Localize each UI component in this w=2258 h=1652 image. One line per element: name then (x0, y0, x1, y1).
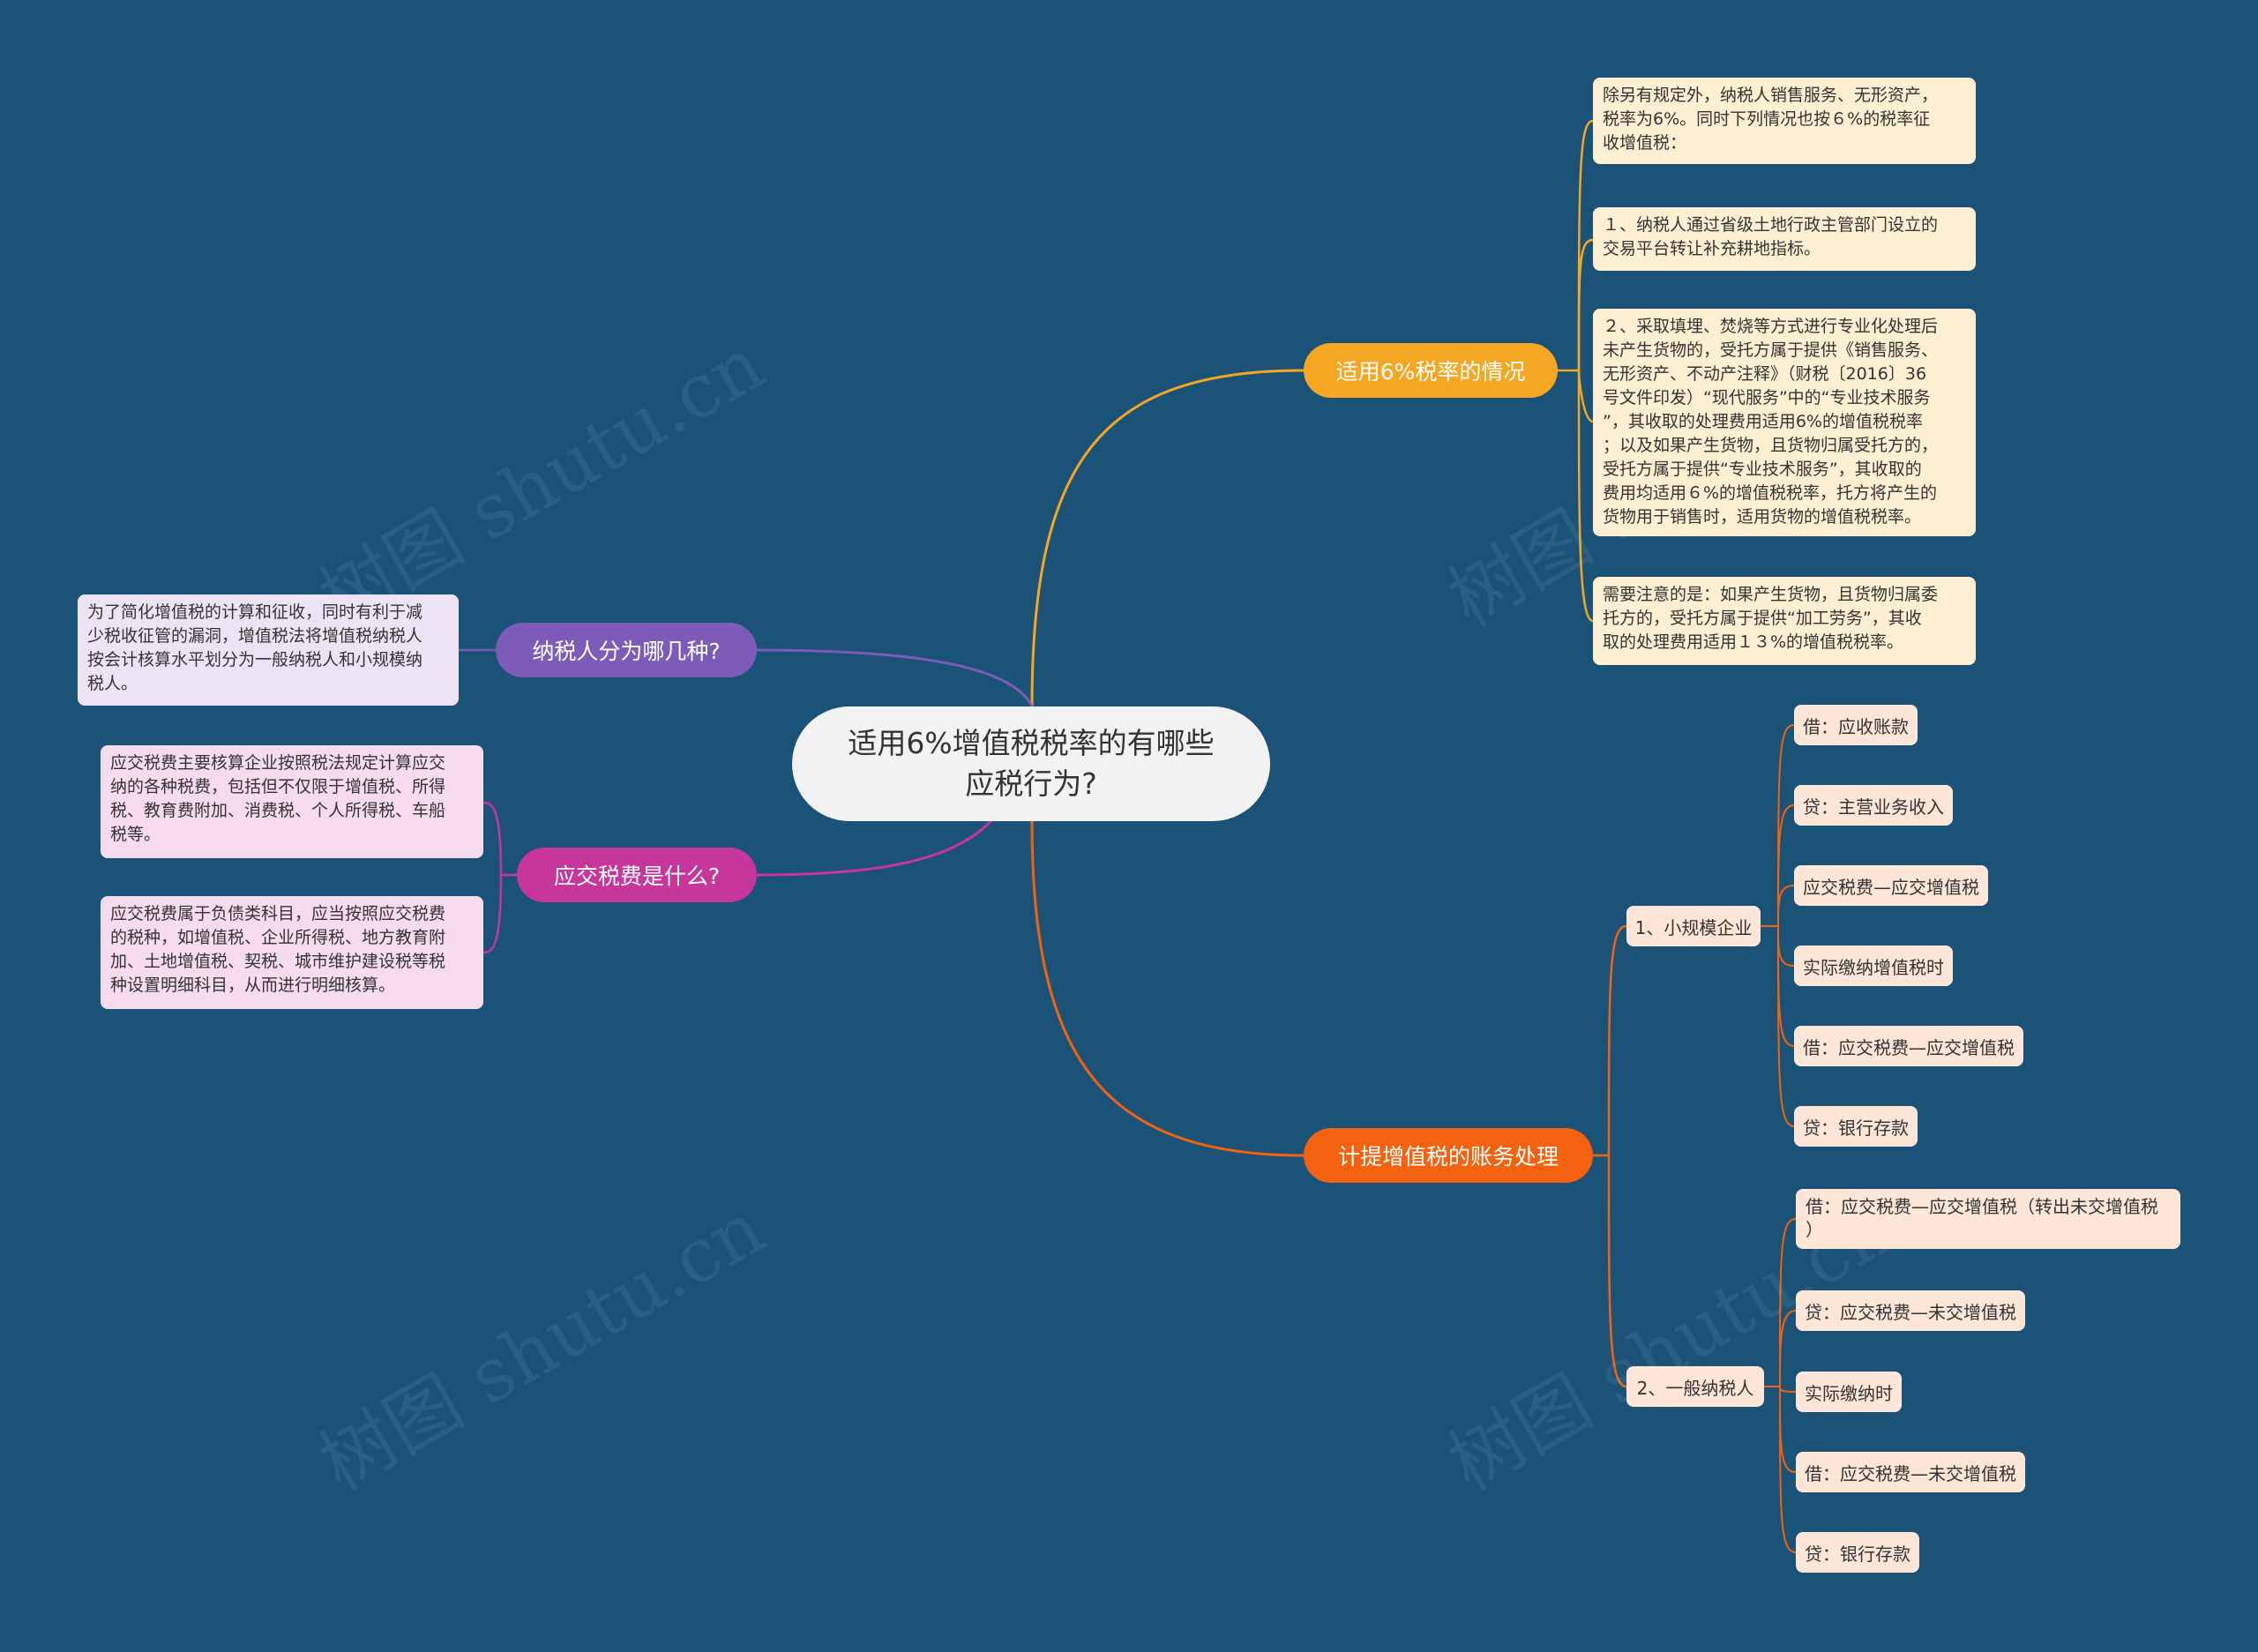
taxpayer-note: 为了简化增值税的计算和征收，同时有利于减 少税收征管的漏洞，增值税法将增值税纳税… (78, 594, 459, 706)
entry-item[interactable]: 借：应交税费—应交增值税 (1794, 1026, 2023, 1066)
group2-item-links (1764, 1218, 1797, 1553)
root-topic[interactable]: 适用6%增值税税率的有哪些应税行为? (792, 706, 1270, 821)
branch-taxes-payable[interactable]: 应交税费是什么? (517, 848, 757, 902)
branch-taxpayer-types[interactable]: 纳税人分为哪几种? (496, 623, 757, 677)
rate-note: ２、采取填埋、焚烧等方式进行专业化处理后 未产生货物的，受托方属于提供《销售服务… (1593, 309, 1976, 536)
entry-item[interactable]: 借：应收账款 (1794, 705, 1918, 745)
entry-item[interactable]: 贷：主营业务收入 (1794, 785, 1953, 826)
branch-vat-accounting[interactable]: 计提增值税的账务处理 (1304, 1128, 1593, 1183)
rate-note: 需要注意的是：如果产生货物，且货物归属委 托方的，受托方属于提供“加工劳务”，其… (1593, 577, 1976, 665)
entry-item[interactable]: 借：应交税费—未交增值税 (1796, 1452, 2025, 1492)
accounting-group-links (1593, 924, 1627, 1388)
link-root-accounting (1030, 820, 1305, 1157)
payable-note-links (482, 801, 517, 954)
entry-item[interactable]: 贷：银行存款 (1796, 1532, 1919, 1573)
payable-note: 应交税费主要核算企业按照税法规定计算应交 纳的各种税费，包括但不仅限于增值税、所… (101, 745, 483, 858)
payable-note: 应交税费属于负债类科目，应当按照应交税费 的税种，如增值税、企业所得税、地方教育… (101, 896, 483, 1009)
group1-item-links (1761, 724, 1795, 1127)
link-root-taxpayer (756, 648, 1034, 707)
entry-item[interactable]: 应交税费—应交增值税 (1794, 865, 1988, 906)
rate-note: １、纳税人通过省级土地行政主管部门设立的 交易平台转让补充耕地指标。 (1593, 207, 1976, 271)
entry-item[interactable]: 贷：应交税费—未交增值税 (1796, 1290, 2025, 1331)
entry-item[interactable]: 实际缴纳增值税时 (1794, 946, 1953, 986)
entry-item[interactable]: 贷：银行存款 (1794, 1106, 1918, 1147)
rate-note-links (1558, 119, 1594, 623)
entry-item[interactable]: 实际缴纳时 (1796, 1372, 1902, 1412)
branch-rate-situations[interactable]: 适用6%税率的情况 (1304, 343, 1558, 398)
entry-item[interactable]: 借：应交税费—应交增值税（转出未交增值税 ） (1796, 1189, 2180, 1249)
group-small-scale[interactable]: 1、小规模企业 (1626, 906, 1761, 946)
link-root-rate (1030, 369, 1305, 707)
group-general-taxpayer[interactable]: 2、一般纳税人 (1626, 1366, 1764, 1407)
rate-note: 除另有规定外，纳税人销售服务、无形资产， 税率为6%。同时下列情况也按６%的税率… (1593, 78, 1976, 164)
